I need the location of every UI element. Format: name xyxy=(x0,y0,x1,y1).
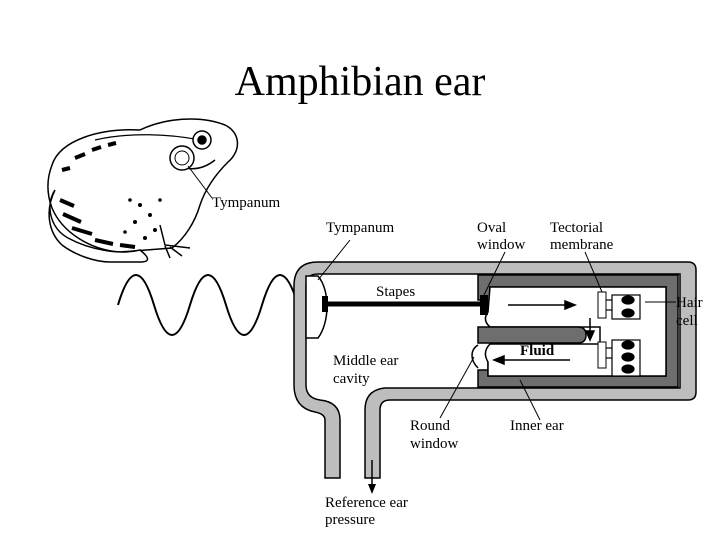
middle-ear-cavity xyxy=(308,276,476,386)
oval-window-label-line1: Oval xyxy=(477,220,506,236)
slide-title: Amphibian ear xyxy=(234,59,486,105)
frog-dots xyxy=(123,198,162,240)
tectorial-membrane-lower xyxy=(597,341,607,369)
fluid-arrows xyxy=(491,299,596,366)
tectorial-membrane-label-line1: Tectorial xyxy=(550,220,603,236)
tympanum-label: Tympanum xyxy=(326,220,394,236)
reference-pressure-label-line2: pressure xyxy=(325,512,375,528)
frog-tympanum-leader xyxy=(187,165,213,199)
frog-tympanum xyxy=(169,145,195,171)
round-window-label-line1: Round xyxy=(410,418,451,434)
fluid-label: Fluid xyxy=(520,343,555,359)
tympanum-plate xyxy=(322,296,328,312)
reference-pressure-label-line1: Reference ear xyxy=(325,495,408,511)
frog-tympanum-inner xyxy=(174,150,190,166)
tympanum-membrane xyxy=(305,275,328,339)
sound-wave xyxy=(117,274,315,336)
stapes-footplate xyxy=(480,295,488,315)
hair-cells xyxy=(604,294,641,377)
frog-stripes xyxy=(59,198,136,249)
oval-window-label-line2: window xyxy=(477,237,526,253)
tectorial-membrane-label-line2: membrane xyxy=(550,237,614,253)
frog-dorsal-fold xyxy=(94,134,201,141)
hair-cell-label-line1: Hair xyxy=(676,295,703,311)
frog-pupil xyxy=(197,135,207,145)
frog-leg xyxy=(48,189,149,263)
frog-spots xyxy=(61,141,117,172)
frog-tympanum-label: Tympanum xyxy=(212,195,280,211)
partition xyxy=(477,326,587,344)
stapes-label: Stapes xyxy=(376,284,415,300)
pressure-arrowhead xyxy=(368,484,376,494)
frog-illustration xyxy=(47,118,239,263)
round-window xyxy=(471,344,479,369)
middle-ear-label-line1: Middle ear xyxy=(333,353,398,369)
frog-toes xyxy=(159,224,191,259)
hair-cell-label-line2: cell xyxy=(676,313,698,329)
tectorial-membrane xyxy=(597,291,607,319)
round-window-label-line2: window xyxy=(410,436,459,452)
leader-lines xyxy=(317,239,676,421)
middle-ear-label-line2: cavity xyxy=(333,371,370,387)
inner-ear-label: Inner ear xyxy=(510,418,564,434)
